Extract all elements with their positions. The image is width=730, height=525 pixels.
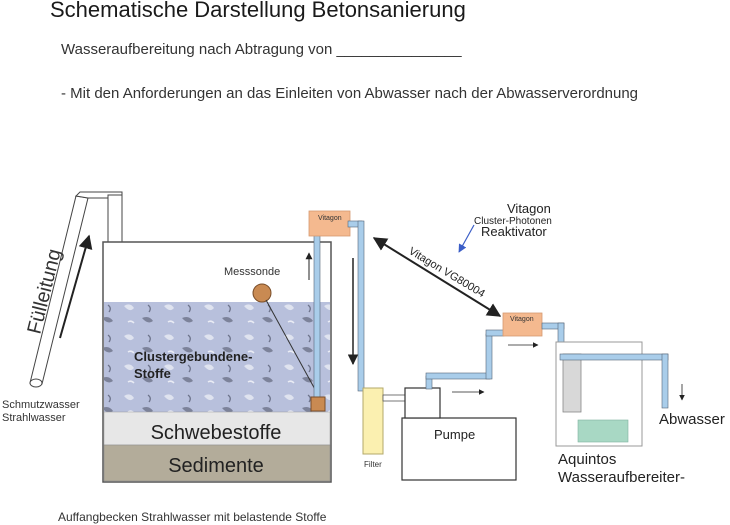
filter-unit xyxy=(362,387,384,455)
label-vitagon-box-2: Vitagon xyxy=(510,316,534,323)
probe-wire xyxy=(265,299,318,394)
schwebestoffe-layer xyxy=(103,411,331,446)
suction-pipe xyxy=(313,225,321,401)
subtitle-line-1: Wasseraufbereitung nach Abtragung von __… xyxy=(61,41,462,58)
down-pipe xyxy=(357,220,365,392)
label-aquintos-1: Aquintos xyxy=(558,451,616,468)
label-filter: Filter xyxy=(364,460,382,469)
reaktivator-pointer-arrow xyxy=(458,224,475,253)
label-sedimente: Sedimente xyxy=(168,455,264,477)
subtitle-line-2: - Mit den Anforderungen an das Einleiten… xyxy=(61,85,639,102)
vitagon-box-1 xyxy=(308,210,351,237)
sedimente-layer xyxy=(103,444,331,482)
label-schwebestoffe: Schwebestoffe xyxy=(151,422,282,444)
label-reaktivator: Reaktivator xyxy=(481,224,547,239)
label-aquintos-2: Wasseraufbereiter- xyxy=(558,469,685,486)
label-cluster-1: Clustergebundene- xyxy=(134,349,252,364)
label-vg80004: Vitagon VG80004 xyxy=(406,245,486,300)
label-cluster-2: Stoffe xyxy=(134,366,171,381)
vitagon-link-arrow xyxy=(372,237,502,317)
diagram-title: Schematische Darstellung Betonsanierung xyxy=(50,0,466,22)
water-layer xyxy=(104,302,330,412)
aquintos-unit xyxy=(555,341,669,447)
label-vitagon-title: Vitagon xyxy=(507,201,551,216)
messsonde-probe xyxy=(252,283,272,303)
pump-head xyxy=(404,387,441,419)
suction-inlet xyxy=(310,396,326,412)
label-pumpe: Pumpe xyxy=(434,427,475,442)
label-vitagon-box-1: Vitagon xyxy=(318,215,342,222)
label-messsonde: Messsonde xyxy=(224,266,280,278)
caption: Auffangbecken Strahlwasser mit belastend… xyxy=(58,510,327,524)
label-abwasser: Abwasser xyxy=(659,411,725,428)
label-strahlwasser: Strahlwasser xyxy=(2,412,66,424)
fill-direction-arrow xyxy=(59,234,93,339)
label-schmutzwasser: Schmutzwasser xyxy=(2,399,80,411)
collection-tank xyxy=(102,241,332,483)
label-cluster-photonen: Cluster-Photonen xyxy=(474,216,552,227)
pump-body xyxy=(401,417,517,481)
